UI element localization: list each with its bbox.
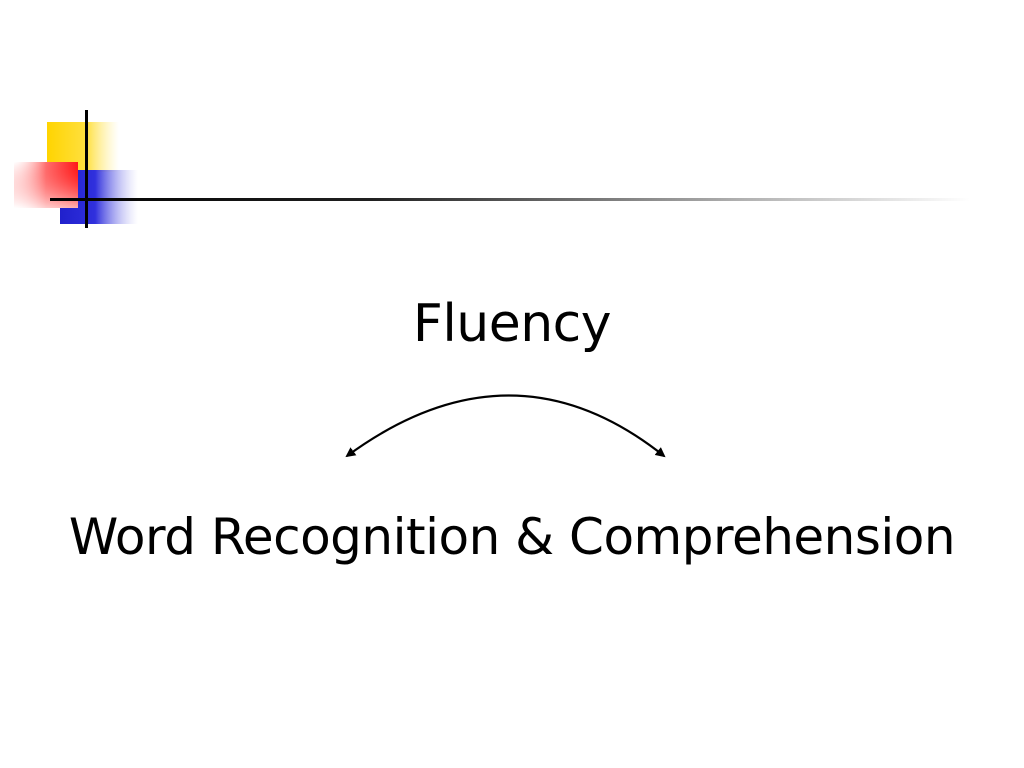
color-squares-decoration-icon xyxy=(14,110,970,228)
fluency-label: Fluency xyxy=(412,294,612,354)
word-recognition-comprehension-label: Word Recognition & Comprehension xyxy=(68,508,956,566)
